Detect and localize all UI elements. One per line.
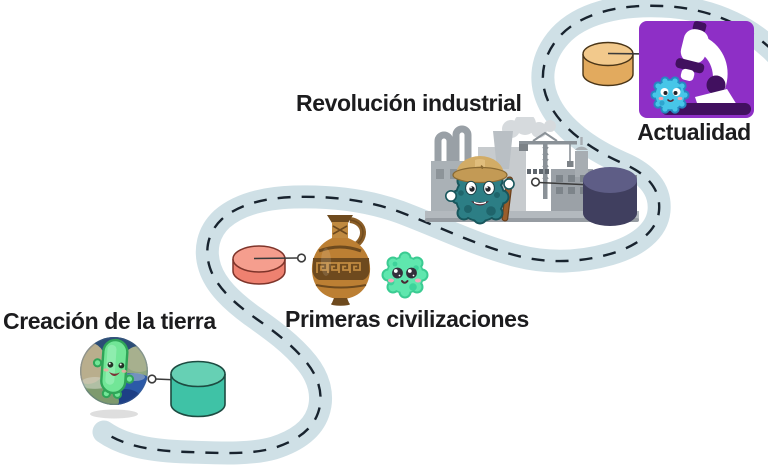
earth-shadow [90, 409, 138, 419]
green-capsule-microbe [92, 338, 135, 399]
earth-with-microbe-illustration [80, 337, 148, 419]
microscope-icon [661, 21, 751, 115]
connector-cylinder-to-amphora [253, 253, 307, 263]
glove-right [503, 178, 515, 190]
amphora-illustration [311, 215, 371, 306]
stage-label-actualidad: Actualidad [637, 119, 751, 145]
indigo-cylinder-marker [583, 167, 637, 226]
glove-left [444, 190, 457, 203]
stage-label-revolucion: Revolución industrial [296, 90, 522, 116]
salmon-cylinder-marker [232, 245, 286, 285]
worker-microbe [444, 156, 515, 225]
stage-label-civilizaciones: Primeras civilizaciones [285, 306, 529, 332]
stage-label-creacion: Creación de la tierra [3, 308, 216, 334]
connector-dot [296, 253, 307, 263]
connector-dot [147, 374, 157, 384]
cyan-microbe-icon [650, 76, 690, 114]
teal-cylinder-marker [170, 360, 226, 418]
connector-dot [530, 177, 541, 187]
refinery-pipes [434, 125, 472, 165]
road-dashed-centerline [103, 4, 768, 455]
actualidad-card [639, 21, 754, 118]
green-blob-microbe-illustration [381, 251, 429, 299]
